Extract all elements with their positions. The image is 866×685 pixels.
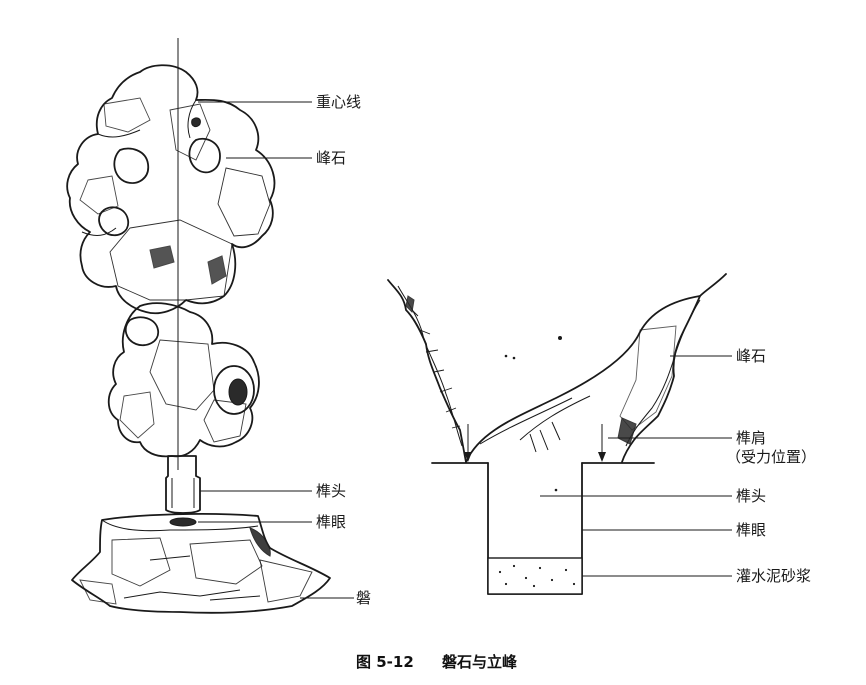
caption-number: 图 5-12 (356, 653, 414, 671)
label-peak-stone-right: 峰石 (736, 347, 766, 365)
mortise-opening (169, 517, 197, 527)
label-tenon-right: 榫头 (736, 487, 766, 505)
label-tenon-left: 榫头 (316, 482, 346, 500)
right-leader-lines (540, 355, 732, 577)
left-peak-stone-drawing (66, 38, 331, 614)
label-tenon-shoulder: 榫肩 (736, 429, 766, 447)
label-mortar: 灌水泥砂浆 (736, 567, 811, 585)
peak-stone-section-left (387, 279, 467, 463)
label-peak-stone-left: 峰石 (316, 149, 346, 167)
peak-stone-lower-body (107, 302, 260, 458)
label-gravity-line: 重心线 (316, 93, 361, 111)
base-rock (71, 513, 331, 614)
tenon-stub (165, 455, 201, 514)
left-leader-lines (198, 101, 354, 599)
label-mortise-left: 榫眼 (316, 513, 346, 531)
label-base-rock: 磐 (356, 589, 371, 607)
peak-stone-section-right (621, 273, 727, 463)
caption-title: 磐石与立峰 (441, 653, 518, 671)
label-mortise-right: 榫眼 (736, 521, 766, 539)
mortar-fill (487, 557, 583, 595)
right-section-drawing (387, 273, 727, 595)
label-tenon-shoulder-note: （受力位置） (726, 448, 816, 466)
